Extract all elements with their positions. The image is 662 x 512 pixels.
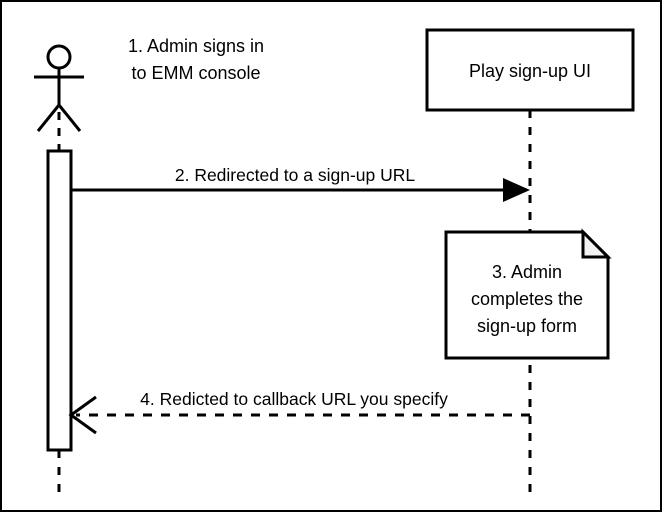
message-1-label-line-2: to EMM console (131, 63, 260, 83)
actor-leg-left-icon (36, 104, 61, 132)
message-2-arrowhead-icon (503, 178, 530, 202)
actor-head-icon (46, 44, 72, 70)
message-3-label-line-1: 3. Admin (492, 262, 562, 282)
participant-admin-actor[interactable] (34, 44, 84, 132)
message-3-note[interactable] (444, 228, 612, 360)
admin-activation-bar[interactable] (46, 149, 73, 452)
message-2-label: 2. Redirected to a sign-up URL (175, 165, 416, 185)
message-4-arrow[interactable] (68, 395, 530, 435)
message-3-label-line-2: completes the (471, 289, 583, 309)
message-3-label-line-3: sign-up form (477, 316, 577, 336)
message-4-arrowhead-icon (68, 395, 97, 435)
actor-leg-right-icon (57, 104, 82, 132)
play-signup-ui-label: Play sign-up UI (469, 61, 591, 81)
note-fold-corner-icon (581, 228, 612, 259)
note-body-shape (444, 230, 610, 360)
message-1-label-line-1: 1. Admin signs in (128, 36, 264, 56)
message-2-arrow[interactable] (71, 178, 530, 202)
message-4-label: 4. Redicted to callback URL you specify (140, 389, 448, 409)
